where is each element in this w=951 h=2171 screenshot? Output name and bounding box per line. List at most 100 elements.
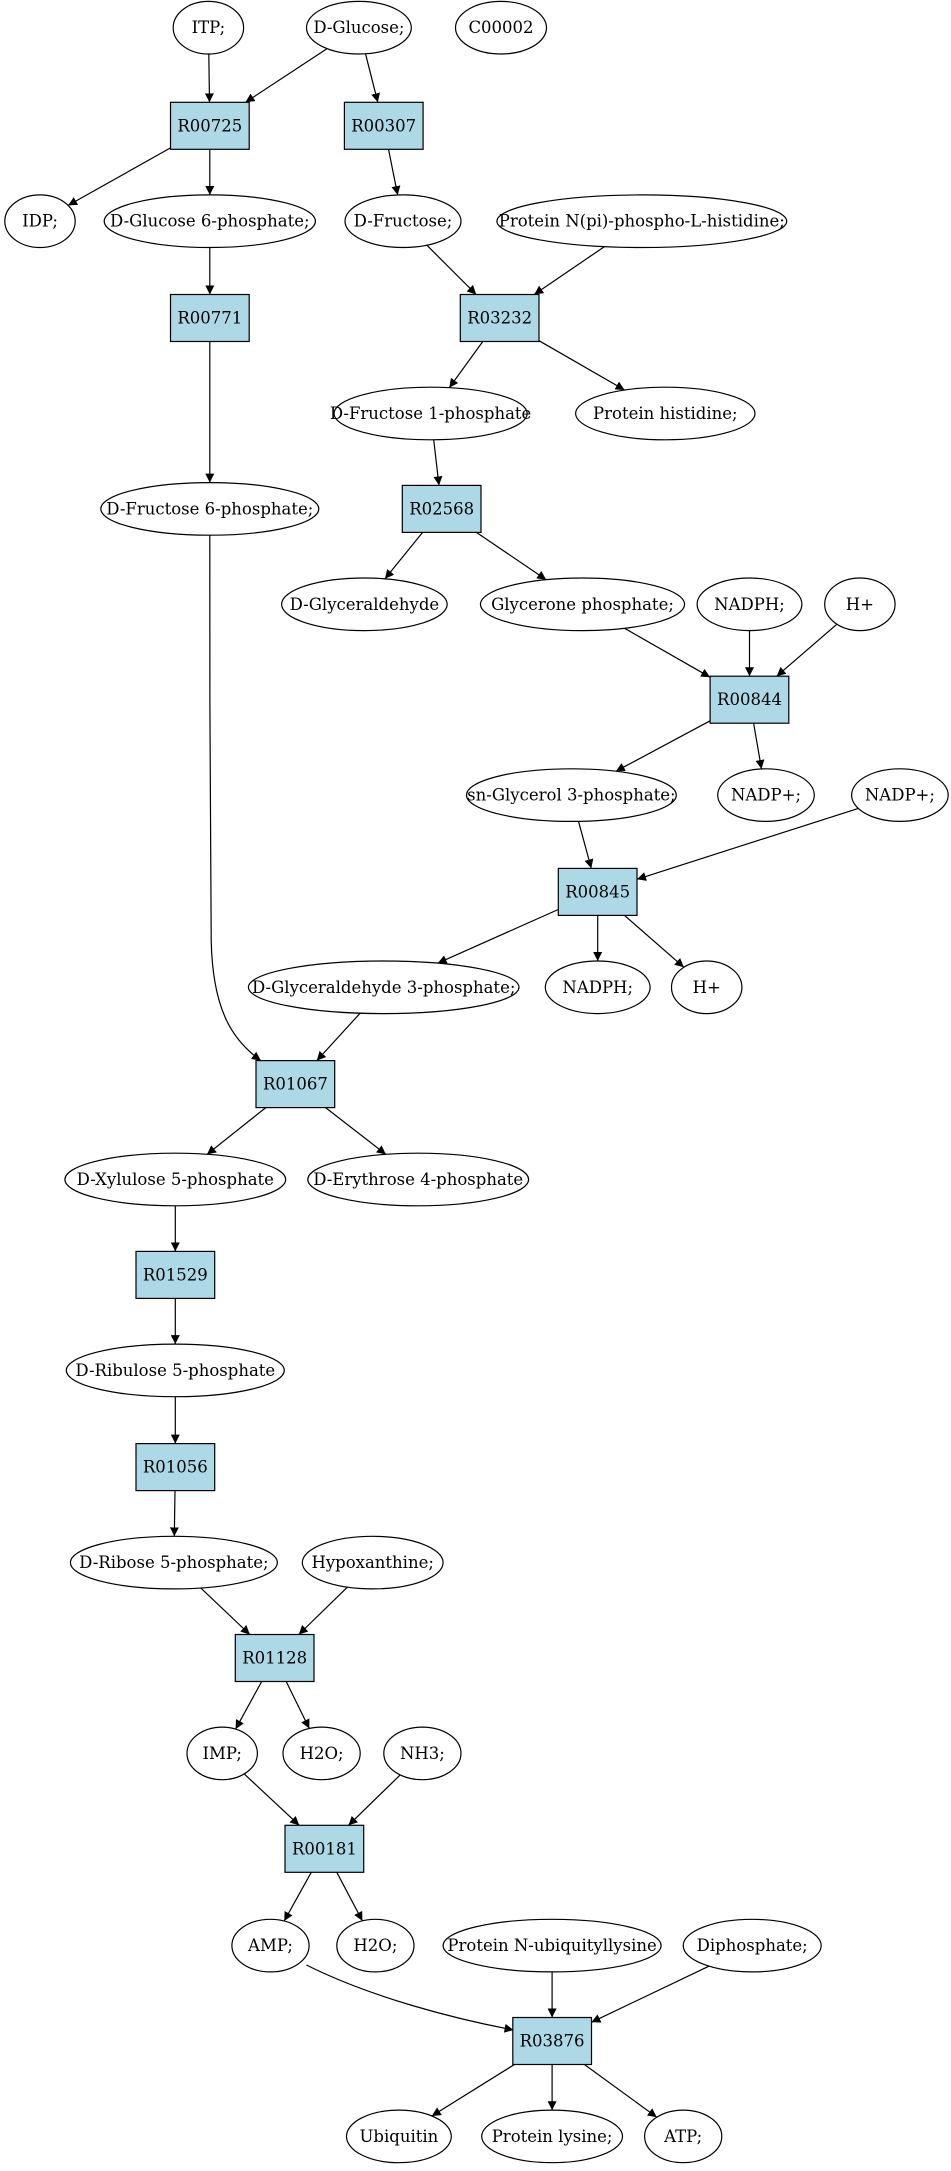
node-shape-g3p xyxy=(465,768,677,822)
node-shape-dglucose xyxy=(305,0,412,55)
compound-node-ru5p: D-Ribulose 5-phosphate xyxy=(65,1343,285,1398)
edge-amp-to-r03876 xyxy=(306,1964,514,2033)
edge-dglucose-to-r00725 xyxy=(245,48,328,103)
node-shape-ubiq xyxy=(345,2109,452,2164)
edge-imp-to-r00181 xyxy=(243,1773,300,1826)
reaction-node-r00181: R00181 xyxy=(284,1824,365,1873)
node-label-r01529: R01529 xyxy=(143,1265,208,1284)
node-shape-phis xyxy=(574,386,756,441)
compound-node-r5p: D-Ribose 5-phosphate; xyxy=(69,1535,278,1590)
node-label-r01067: R01067 xyxy=(263,1075,328,1094)
compound-node-ubiq: Ubiquitin xyxy=(345,2109,452,2164)
node-shape-r00307 xyxy=(343,101,424,150)
node-label-f6p: D-Fructose 6-phosphate; xyxy=(106,499,313,518)
node-label-nadph2: NADPH; xyxy=(562,978,633,997)
node-shape-glyald xyxy=(280,577,448,632)
compound-node-nh3: NH3; xyxy=(383,1726,462,1781)
edge-r00844-to-nadp1 xyxy=(753,723,765,770)
node-label-r01056: R01056 xyxy=(143,1458,208,1477)
node-label-dglucose: D-Glucose; xyxy=(313,18,404,37)
node-shape-nadp1 xyxy=(717,768,815,822)
reaction-node-r00725: R00725 xyxy=(169,101,250,150)
node-shape-diphos xyxy=(682,1918,822,1973)
edge-r03876-to-atp xyxy=(584,2064,658,2118)
node-label-r00181: R00181 xyxy=(292,1839,357,1858)
compound-node-plys: Protein lysine; xyxy=(481,2109,624,2164)
node-label-plys: Protein lysine; xyxy=(492,2127,613,2146)
node-label-hypox: Hypoxanthine; xyxy=(311,1553,433,1572)
edge-r00844-to-g3p xyxy=(615,720,711,772)
compound-node-pnhis: Protein N(pi)-phospho-L-histidine; xyxy=(496,194,788,249)
node-label-r00725: R00725 xyxy=(177,116,242,135)
compound-node-nadph1: NADPH; xyxy=(696,577,803,632)
reaction-node-r00307: R00307 xyxy=(343,101,424,150)
compound-node-e4p: D-Erythrose 4-phosphate xyxy=(307,1152,530,1207)
edge-r01067-to-e4p xyxy=(325,1107,387,1155)
compound-node-phis: Protein histidine; xyxy=(574,386,756,441)
node-label-r5p: D-Ribose 5-phosphate; xyxy=(79,1553,268,1572)
compound-node-nadph2: NADPH; xyxy=(544,960,651,1015)
compound-node-hplus2: H+ xyxy=(670,960,743,1015)
node-shape-x5p xyxy=(64,1152,287,1207)
node-shape-r5p xyxy=(69,1535,278,1590)
edge-pnhis-to-r03232 xyxy=(533,246,605,295)
edge-r00307-to-dfructose xyxy=(387,149,401,196)
compound-node-glyald: D-Glyceraldehyde xyxy=(280,577,448,632)
reaction-node-r00844: R00844 xyxy=(709,675,790,724)
edge-r01067-to-x5p xyxy=(206,1107,267,1155)
edge-r02568-to-dhap xyxy=(476,531,547,581)
edge-diphos-to-r03876 xyxy=(591,1965,710,2023)
node-shape-atp xyxy=(644,2109,723,2164)
edge-r01128-to-h2o1 xyxy=(285,1681,310,1729)
node-label-ga3p: D-Glyceraldehyde 3-phosphate; xyxy=(252,978,515,997)
compound-node-g3p: sn-Glycerol 3-phosphate; xyxy=(465,768,677,822)
node-label-h2o2: H2O; xyxy=(353,1936,397,1955)
node-label-imp: IMP; xyxy=(202,1744,242,1763)
node-label-nadph1: NADPH; xyxy=(714,595,785,614)
node-shape-plys xyxy=(481,2109,624,2164)
compound-node-dglucose: D-Glucose; xyxy=(305,0,412,55)
node-label-nh3: NH3; xyxy=(400,1744,445,1763)
node-label-r03232: R03232 xyxy=(467,309,532,328)
compound-node-nadp2: NADP+; xyxy=(851,768,949,822)
node-shape-ru5p xyxy=(65,1343,285,1398)
node-label-dhap: Glycerone phosphate; xyxy=(491,595,674,614)
compound-node-f6p: D-Fructose 6-phosphate; xyxy=(100,482,320,536)
node-label-nadp1: NADP+; xyxy=(731,786,801,805)
node-label-r00307: R00307 xyxy=(351,116,416,135)
node-shape-c00002 xyxy=(454,0,548,55)
edge-dhap-to-r00844 xyxy=(624,627,711,678)
edge-itp-to-r00725 xyxy=(204,53,214,103)
node-label-h2o1: H2O; xyxy=(300,1744,344,1763)
node-label-diphos: Diphosphate; xyxy=(697,1936,808,1955)
edge-hplus1-to-r00844 xyxy=(776,623,838,677)
reaction-node-r01128: R01128 xyxy=(234,1633,315,1683)
reaction-node-r03232: R03232 xyxy=(459,293,540,343)
edge-r03232-to-f1p xyxy=(448,341,484,389)
edges-layer xyxy=(67,48,859,2118)
reaction-node-r03876: R03876 xyxy=(512,2016,593,2066)
node-shape-hplus2 xyxy=(670,960,743,1015)
node-label-c00002: C00002 xyxy=(468,18,533,37)
edge-f6p-to-r01067 xyxy=(209,526,262,1062)
node-label-r00844: R00844 xyxy=(717,690,782,709)
compound-node-idp: IDP; xyxy=(4,194,76,249)
edge-r00181-to-amp xyxy=(283,1872,312,1922)
node-shape-idp xyxy=(4,194,76,249)
node-shape-dfructose xyxy=(344,194,462,249)
node-shape-f6p xyxy=(100,482,320,536)
node-shape-r00844 xyxy=(709,675,790,724)
edge-dglucose-to-r00307 xyxy=(364,53,380,103)
node-shape-amp xyxy=(231,1918,310,1973)
node-shape-h2o1 xyxy=(282,1726,361,1781)
node-shape-g6p xyxy=(103,194,317,249)
node-label-atp: ATP; xyxy=(663,2127,702,2146)
node-shape-r00725 xyxy=(169,101,250,150)
edge-r00845-to-ga3p xyxy=(437,908,559,964)
edge-r01128-to-imp xyxy=(235,1681,263,1730)
node-label-x5p: D-Xylulose 5-phosphate xyxy=(77,1170,274,1189)
node-label-glyald: D-Glyceraldehyde xyxy=(290,595,440,614)
node-shape-ga3p xyxy=(247,960,520,1015)
